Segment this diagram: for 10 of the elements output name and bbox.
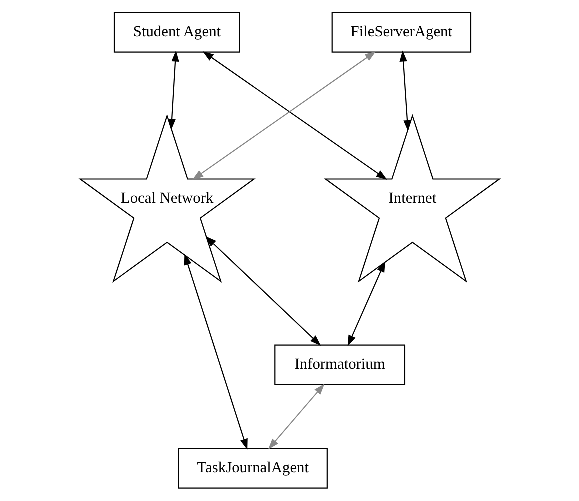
arrow: [168, 50, 179, 130]
node-box: FileServerAgent: [331, 12, 472, 53]
arrow: [347, 261, 385, 346]
node-box: Informatorium: [274, 344, 406, 386]
arrow: [399, 50, 411, 132]
node-box: TaskJournalAgent: [178, 448, 328, 489]
arrow: [205, 236, 321, 346]
node-box: Student Agent: [113, 12, 240, 53]
arrow: [268, 384, 324, 450]
arrow: [184, 254, 248, 450]
